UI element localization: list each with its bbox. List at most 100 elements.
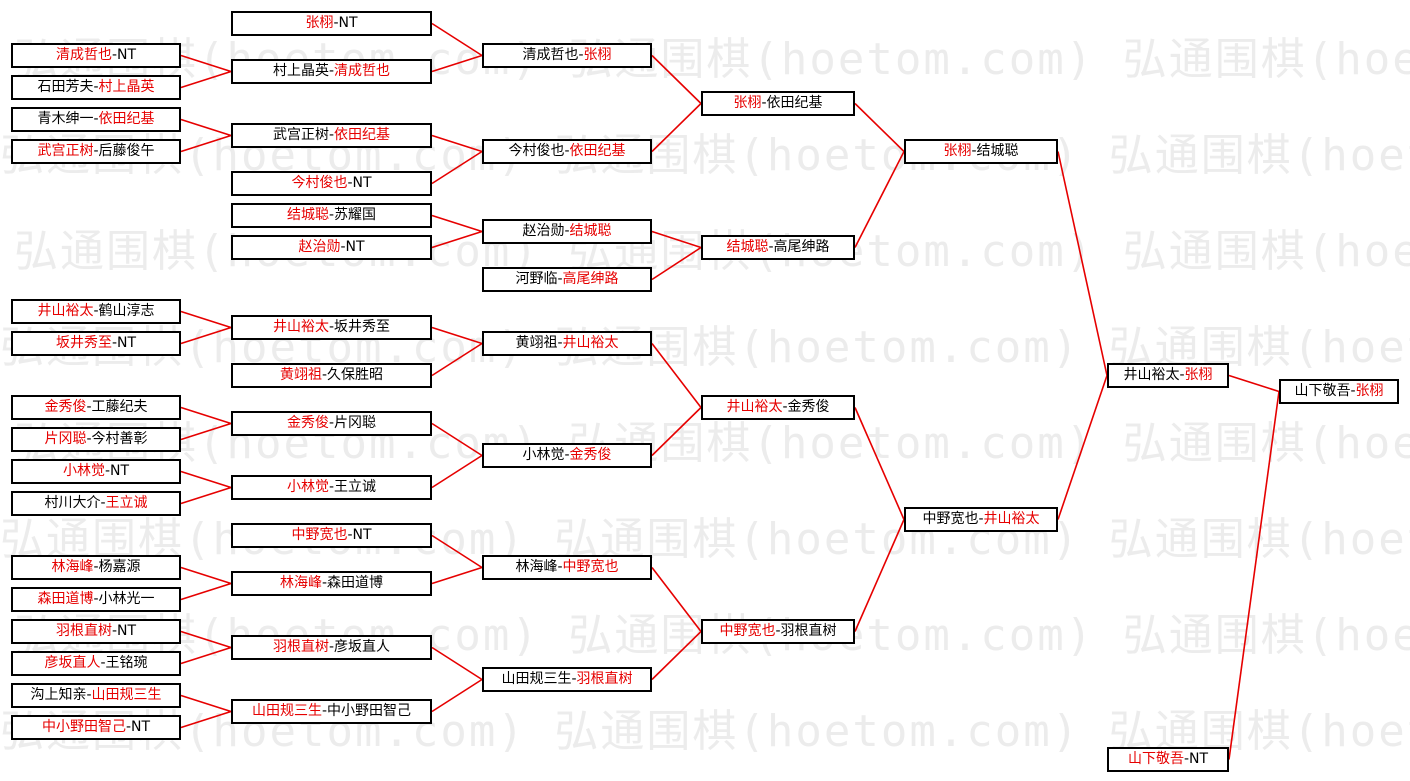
separator: - (328, 207, 335, 223)
player-name: 中野宽也 (922, 511, 979, 527)
player-name: 片冈聪 (334, 415, 377, 431)
player-name: 小林觉 (62, 463, 105, 479)
player-name: 张栩 (733, 95, 762, 111)
separator: - (1179, 367, 1185, 383)
player-name: 中野宽也 (291, 527, 348, 543)
player-name: 山下敬吾 (1127, 751, 1184, 767)
match-box-r1k: 林海峰-杨嘉源 (11, 555, 181, 580)
connector-line (651, 246, 702, 281)
connector-line (180, 646, 232, 665)
player-name: 彦坂直人 (44, 655, 101, 671)
player-name: 金秀俊 (44, 399, 87, 415)
match-box-r1d: 武宫正树-后藤俊午 (11, 139, 181, 164)
player-name: 井山裕太 (983, 511, 1040, 527)
connector-line (180, 566, 232, 585)
match-box-r1c: 青木绅一-依田纪基 (11, 107, 181, 132)
player-name: 张栩 (1355, 383, 1384, 399)
separator: - (328, 127, 335, 143)
connector-line (431, 646, 483, 681)
separator: - (557, 559, 563, 575)
player-name: 清成哲也 (55, 47, 112, 63)
player-name: 坂井秀至 (334, 319, 391, 335)
connector-line (431, 230, 483, 249)
connector-line (180, 406, 232, 425)
player-name: 依田纪基 (569, 143, 626, 159)
player-name: 中小野田智己 (41, 719, 126, 735)
connector-line (431, 150, 483, 185)
match-box-r3d: 河野临-高尾绅路 (482, 267, 652, 292)
player-name: 武宫正树 (37, 143, 94, 159)
match-box-r1m: 羽根直树-NT (11, 619, 181, 644)
player-name: 沟上知亲 (30, 687, 87, 703)
separator: - (321, 367, 328, 383)
connector-line (180, 422, 232, 441)
connector-line (651, 343, 702, 408)
player-name: 羽根直树 (576, 671, 633, 687)
player-name: 山田规三生 (251, 703, 322, 719)
match-box-r3b: 今村俊也-依田纪基 (482, 139, 652, 164)
player-name: NT (117, 623, 137, 639)
match-box-r4a: 张栩-依田纪基 (701, 91, 855, 116)
player-name: 片冈聪 (44, 431, 87, 447)
player-name: 张栩 (583, 47, 612, 63)
player-name: 小林觉 (522, 447, 565, 463)
separator: - (775, 623, 781, 639)
connector-line (854, 151, 905, 248)
connector-line (431, 22, 483, 57)
connector-line (651, 630, 702, 681)
match-box-r2e: 结城聪-苏耀国 (231, 203, 432, 228)
match-box-r2f: 赵治勋-NT (231, 235, 432, 260)
player-name: 森田道博 (327, 575, 384, 591)
player-name: 赵治勋 (298, 239, 341, 255)
player-name: 今村俊也 (508, 143, 565, 159)
player-name: 王立诚 (105, 495, 148, 511)
match-box-r2n: 山田规三生-中小野田智己 (231, 699, 432, 724)
match-box-r3g: 林海峰-中野宽也 (482, 555, 652, 580)
match-box-r1i: 小林觉-NT (11, 459, 181, 484)
match-box-r2c: 武宫正树-依田纪基 (231, 123, 432, 148)
connector-line (180, 470, 232, 489)
player-name: NT (338, 15, 358, 31)
separator: - (564, 143, 570, 159)
player-name: 林海峰 (515, 559, 558, 575)
separator: - (93, 591, 99, 607)
separator: - (328, 639, 335, 655)
player-name: 林海峰 (279, 575, 322, 591)
player-name: 森田道博 (37, 591, 94, 607)
connector-line (180, 70, 232, 89)
separator: - (86, 431, 92, 447)
match-box-r5b: 中野宽也-井山裕太 (904, 507, 1058, 532)
connector-line (180, 54, 232, 73)
player-name: 井山裕太 (1123, 367, 1180, 383)
player-name: 结城聪 (726, 239, 769, 255)
match-box-r2l: 林海峰-森田道博 (231, 571, 432, 596)
match-box-r3a: 清成哲也-张栩 (482, 43, 652, 68)
connector-line (431, 454, 483, 489)
connector-line (180, 134, 232, 153)
player-name: 山田规三生 (91, 687, 162, 703)
match-box-r3f: 小林觉-金秀俊 (482, 443, 652, 468)
player-name: 彦坂直人 (334, 639, 391, 655)
player-name: 中小野田智己 (327, 703, 412, 719)
connector-line (854, 519, 905, 632)
player-name: 黄翊祖 (515, 335, 558, 351)
separator: - (328, 63, 335, 79)
connector-line (1057, 151, 1108, 376)
separator: - (761, 95, 767, 111)
match-box-r1g: 金秀俊-工藤纪夫 (11, 395, 181, 420)
match-box-r1b: 石田芳夫-村上晶英 (11, 75, 181, 100)
separator: - (340, 239, 346, 255)
connector-line (431, 214, 483, 233)
separator: - (93, 79, 99, 95)
player-name: 小林光一 (98, 591, 155, 607)
match-box-r2d: 今村俊也-NT (231, 171, 432, 196)
player-name: 中野宽也 (562, 559, 619, 575)
connector-line (180, 694, 232, 713)
player-name: 工藤纪夫 (91, 399, 148, 415)
player-name: NT (131, 719, 151, 735)
separator: - (93, 303, 99, 319)
player-name: 石田芳夫 (37, 79, 94, 95)
player-name: 羽根直树 (272, 639, 329, 655)
separator: - (100, 655, 106, 671)
match-box-r2a: 张栩-NT (231, 11, 432, 36)
